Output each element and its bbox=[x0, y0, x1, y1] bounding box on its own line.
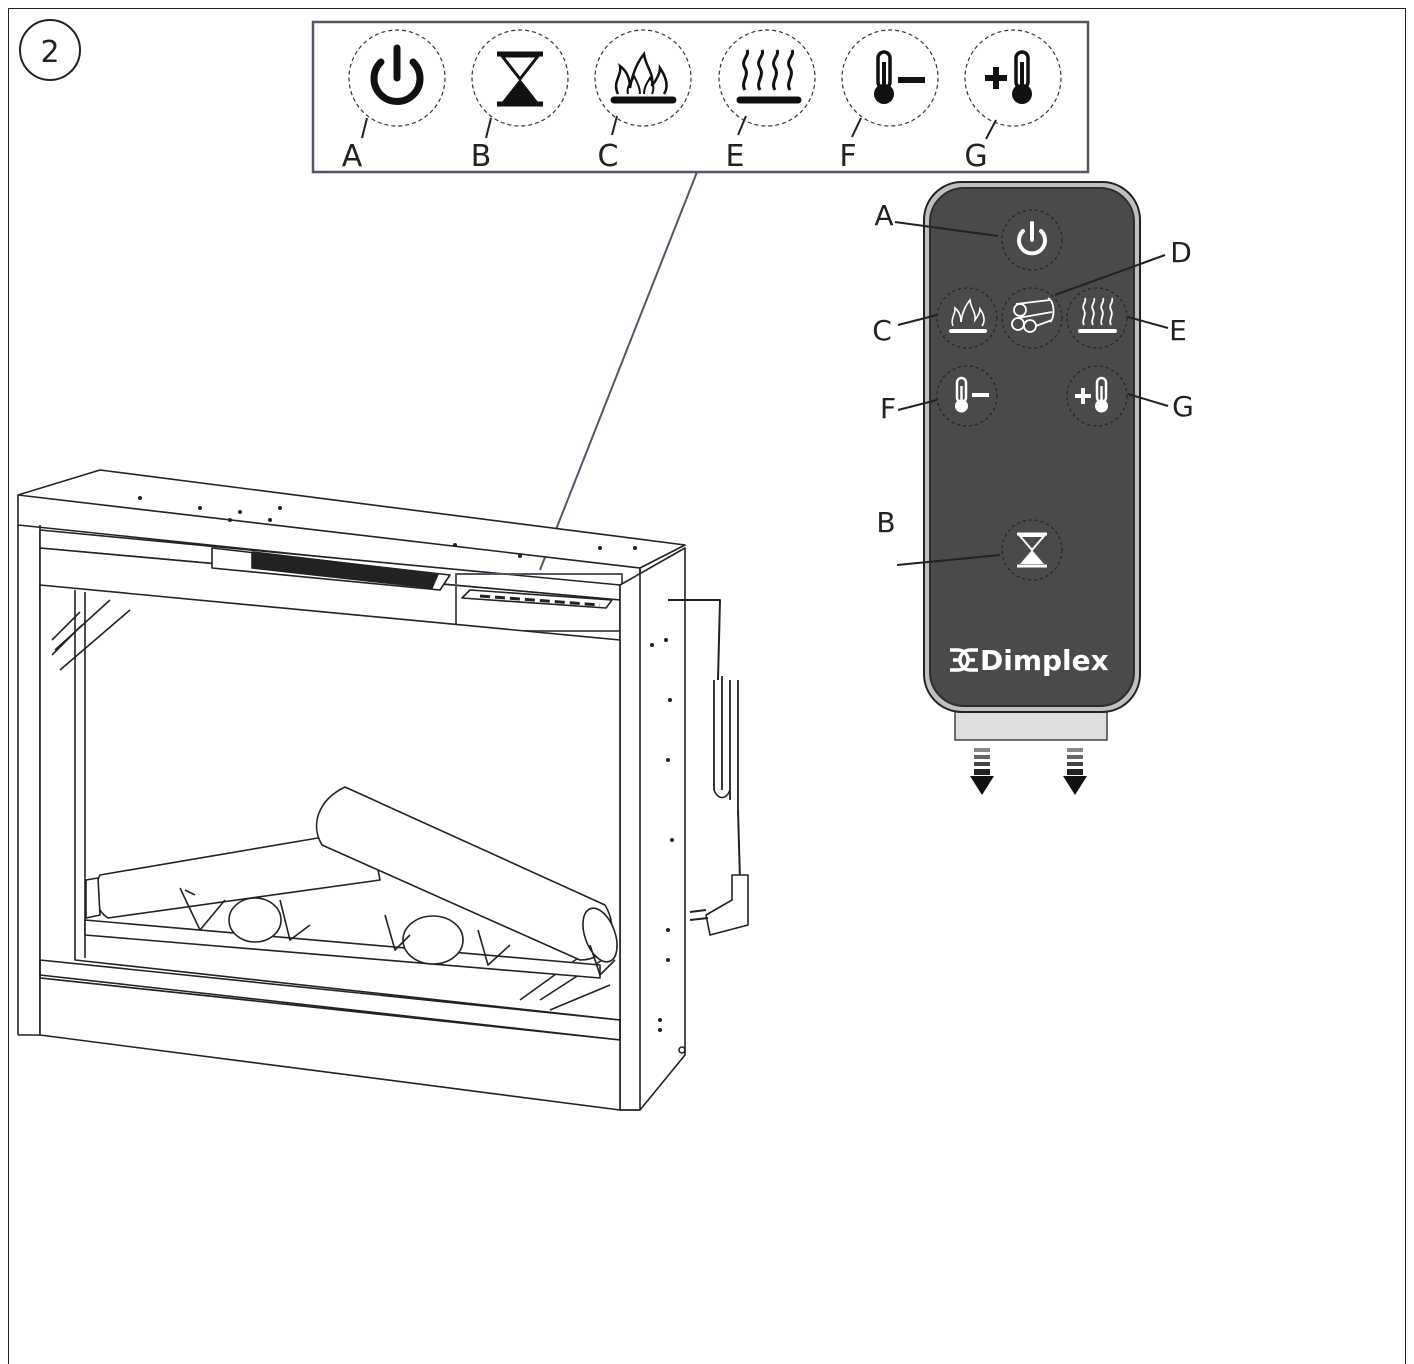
remote-callouts bbox=[894, 221, 1169, 566]
remote-heat-button[interactable] bbox=[1066, 287, 1128, 349]
panel-thermometer-plus-icon bbox=[964, 29, 1062, 140]
remote-logs-button[interactable] bbox=[1001, 287, 1063, 349]
panel-power-icon bbox=[348, 29, 446, 139]
remote-label-d: D bbox=[1170, 236, 1192, 269]
remote-label-a: A bbox=[874, 199, 893, 232]
remote-flame-button[interactable] bbox=[936, 287, 998, 349]
remote-label-e: E bbox=[1169, 314, 1187, 347]
figure-frame bbox=[8, 8, 1406, 1364]
panel-label-a: A bbox=[342, 139, 363, 174]
fireplace-insert bbox=[17, 469, 749, 1111]
panel-label-c: C bbox=[598, 139, 619, 174]
panel-thermometer-minus-icon bbox=[841, 29, 939, 138]
remote-control: Dimplex bbox=[923, 181, 1141, 795]
step-number: 2 bbox=[40, 35, 59, 70]
panel-label-g: G bbox=[964, 139, 987, 174]
control-panel-callout: A B C E F G bbox=[311, 20, 1090, 174]
panel-heat-waves-icon bbox=[718, 29, 816, 136]
ir-signal-arrows bbox=[970, 748, 1087, 795]
callout-leader-line bbox=[539, 171, 698, 571]
dimplex-logo: Dimplex bbox=[950, 644, 1109, 677]
remote-label-c: C bbox=[872, 314, 892, 347]
remote-timer-button[interactable] bbox=[1001, 519, 1063, 581]
panel-label-b: B bbox=[471, 139, 492, 174]
panel-flame-icon bbox=[594, 29, 692, 136]
remote-label-g: G bbox=[1172, 390, 1194, 423]
panel-label-f: F bbox=[839, 139, 856, 174]
remote-label-f: F bbox=[880, 392, 896, 425]
step-badge: 2 bbox=[19, 19, 81, 81]
brand-text: Dimplex bbox=[980, 644, 1109, 677]
remote-power-button[interactable] bbox=[1001, 209, 1063, 271]
panel-label-e: E bbox=[726, 139, 745, 174]
remote-label-b: B bbox=[876, 506, 895, 539]
remote-temp-up-button[interactable] bbox=[1066, 365, 1128, 427]
panel-hourglass-icon bbox=[471, 29, 569, 139]
remote-temp-down-button[interactable] bbox=[936, 365, 998, 427]
